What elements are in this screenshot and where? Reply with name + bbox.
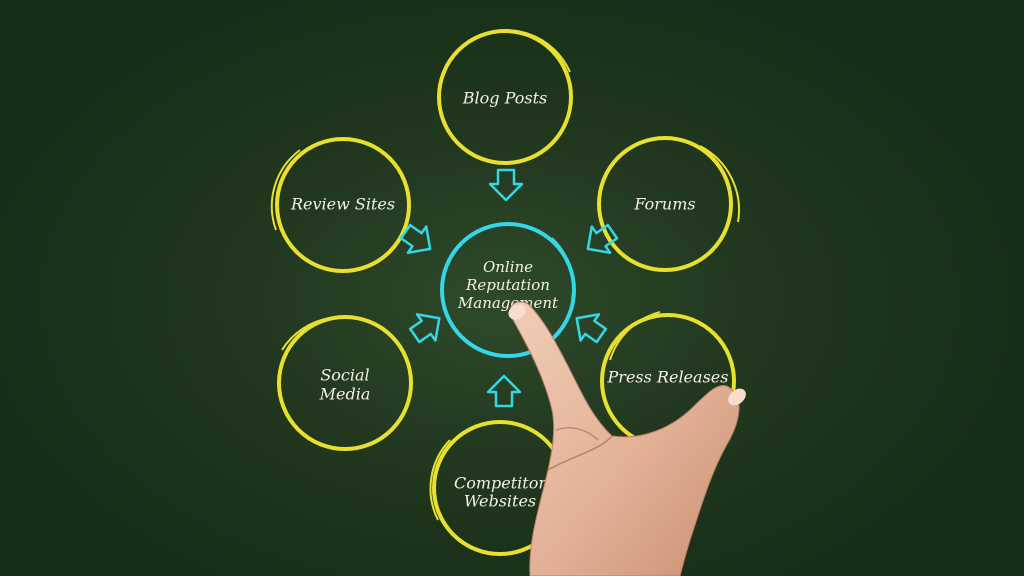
node-circle-stroke [281, 317, 331, 351]
node-label: Forums [633, 195, 695, 214]
node-label: Press Releases [607, 368, 729, 387]
fingernail [508, 304, 526, 320]
arrow-icon [488, 168, 524, 202]
center-label-line-2: Reputation [465, 276, 550, 294]
node-label-line-2: Websites [464, 492, 536, 511]
node-circle-stroke [699, 145, 740, 223]
node-circle [275, 137, 411, 273]
node-label-line-2: Media [319, 385, 371, 404]
node-label-line-1: Competitor [454, 474, 547, 493]
center-node: Online Reputation Management [440, 222, 576, 358]
node-label: Review Sites [290, 195, 395, 214]
node-blog-posts: Blog Posts [437, 29, 573, 165]
center-label-line-1: Online [483, 258, 533, 276]
node-circle-stroke [270, 149, 301, 231]
arrow-icon [575, 313, 608, 344]
node-forums: Forums [597, 136, 740, 272]
pointing-hand-icon [508, 301, 746, 576]
center-circle-stroke [551, 237, 575, 301]
center-label-line-3: Management [457, 294, 559, 312]
node-circle-stroke [429, 439, 451, 521]
node-circle [277, 315, 413, 451]
arrow-icon [408, 313, 441, 344]
thumbnail [728, 388, 746, 406]
node-circle-stroke [469, 29, 571, 73]
node-social-media: Social Media [277, 315, 413, 451]
arrow-icon [399, 223, 432, 255]
node-review-sites: Review Sites [270, 137, 411, 273]
arrow-icon [486, 374, 522, 408]
node-circle [597, 136, 733, 272]
node-label-line-1: Social [320, 366, 369, 385]
arrow-icon [586, 223, 619, 255]
node-circle-stroke [609, 311, 661, 361]
node-label: Blog Posts [462, 89, 547, 108]
